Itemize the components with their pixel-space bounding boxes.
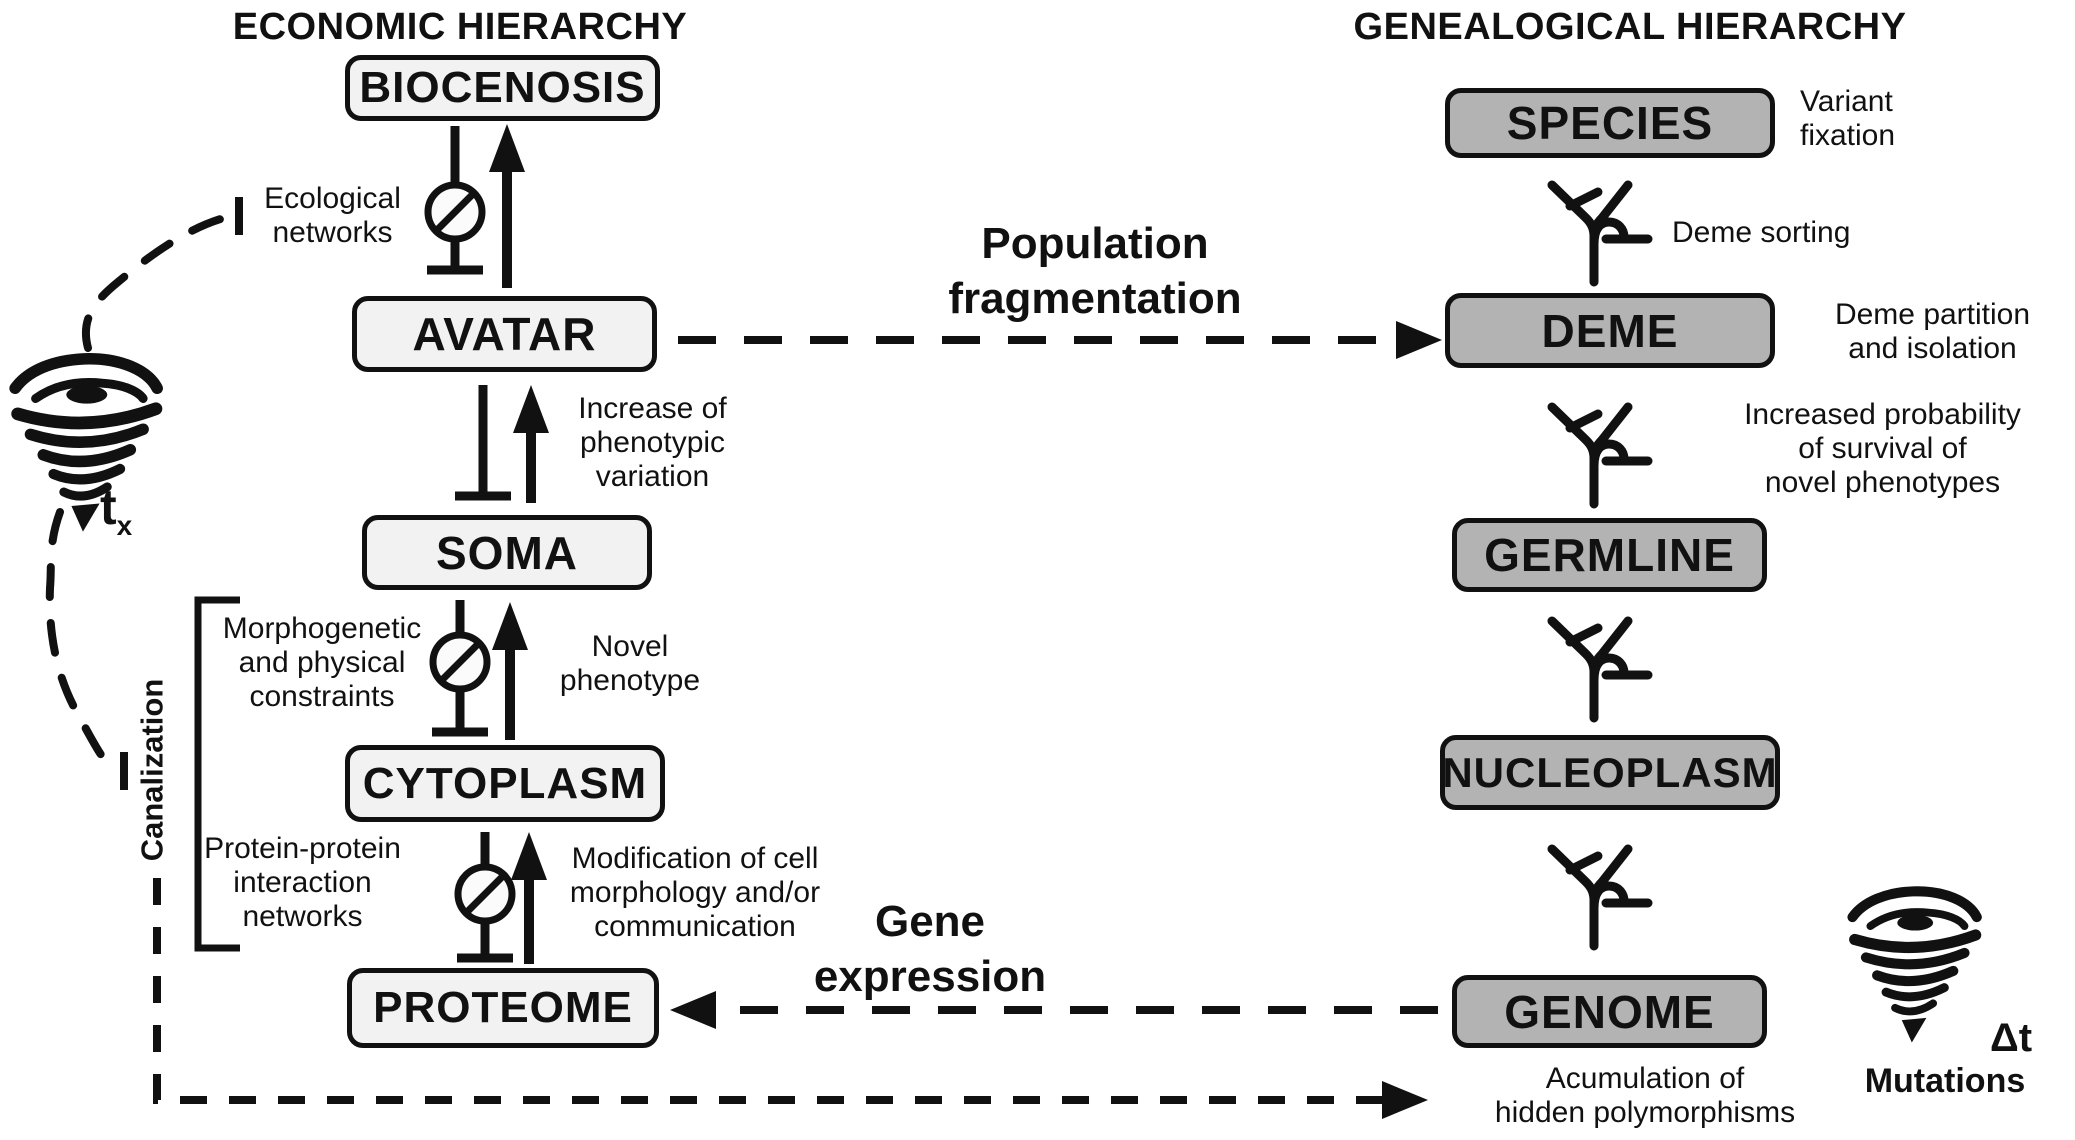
label-time-tx: tx: [100, 482, 132, 540]
label-protein-protein-networks: Protein-protein interaction networks: [204, 832, 401, 933]
box-species: SPECIES: [1445, 88, 1775, 158]
label-deme-sorting: Deme sorting: [1672, 216, 1851, 249]
label-mutations: Mutations: [1864, 1062, 2026, 1100]
box-germline: GERMLINE: [1452, 518, 1767, 592]
label-deme-partition: Deme partition and isolation: [1834, 298, 2031, 365]
label-gene-expression: Gene expression: [813, 897, 1047, 1001]
phylogeny-tree-icon: [1552, 621, 1648, 718]
tornado-time-icon: [15, 359, 157, 532]
box-proteome: PROTEOME: [347, 968, 659, 1048]
edge-avatar-soma: [455, 385, 549, 503]
edge-cytoplasm-proteome: [454, 832, 547, 964]
phylogeny-tree-icon: [1552, 407, 1648, 504]
label-canalization: Canalization: [134, 678, 170, 862]
time-inhibits-ecological-networks: [81, 197, 243, 352]
phylogeny-tree-icon: [1552, 849, 1648, 946]
label-modification-cell: Modification of cell morphology and/or c…: [569, 842, 821, 943]
box-nucleoplasm: NUCLEOPLASM: [1440, 735, 1780, 810]
box-soma: SOMA: [362, 515, 652, 590]
edge-soma-cytoplasm: [429, 600, 528, 740]
label-increased-probability: Increased probability of survival of nov…: [1744, 398, 2021, 499]
label-increase-phenotypic-variation: Increase of phenotypic variation: [578, 392, 727, 493]
label-accumulation-polymorphisms: Acumulation of hidden polymorphisms: [1494, 1062, 1796, 1129]
economic-hierarchy-title: ECONOMIC HIERARCHY: [232, 6, 688, 48]
gene-expression-arrow: [670, 991, 1438, 1029]
label-novel-phenotype: Novel phenotype: [559, 630, 701, 697]
hidden-polymorphism-arrow: [153, 878, 1428, 1119]
tornado-mutations-icon: [1852, 891, 1976, 1042]
edge-biocenosis-avatar: [424, 124, 525, 288]
box-deme: DEME: [1445, 293, 1775, 368]
box-genome: GENOME: [1452, 975, 1767, 1048]
time-x-subscript: x: [116, 510, 133, 541]
canalization-bracket: [194, 596, 240, 952]
genealogical-hierarchy-title: GENEALOGICAL HIERARCHY: [1353, 6, 1907, 48]
time-inhibits-canalization: [45, 508, 128, 790]
box-biocenosis: BIOCENOSIS: [345, 55, 660, 121]
box-avatar: AVATAR: [352, 296, 657, 372]
label-ecological-networks: Ecological networks: [264, 182, 401, 249]
phylogeny-tree-icon: [1552, 185, 1648, 282]
time-t: t: [100, 479, 117, 535]
population-fragmentation-arrow: [678, 321, 1442, 359]
label-delta-t: Δt: [1990, 1016, 2033, 1060]
label-population-fragmentation: Population fragmentation: [948, 219, 1242, 323]
label-morphogenetic-constraints: Morphogenetic and physical constraints: [222, 612, 422, 713]
box-cytoplasm: CYTOPLASM: [345, 745, 665, 822]
label-variant-fixation: Variant fixation: [1800, 85, 1896, 152]
